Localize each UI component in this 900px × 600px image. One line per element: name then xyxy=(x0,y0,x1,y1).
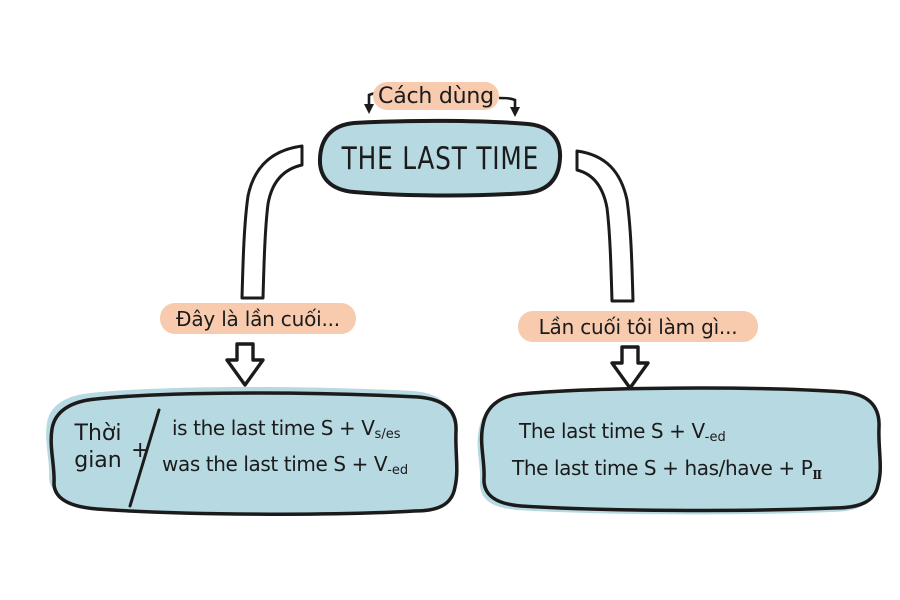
right-formula-1-subscript: -ed xyxy=(704,430,726,445)
left-formula-1: is the last time S + Vs/es xyxy=(172,416,400,442)
left-curved-connector-icon xyxy=(240,144,304,300)
right-formula-1: The last time S + V-ed xyxy=(519,419,726,445)
left-branch-label-highlight: Đây là lần cuối... xyxy=(160,303,356,334)
main-node-shape xyxy=(317,118,563,198)
time-word-line2: gian xyxy=(74,448,122,473)
time-word: Thời gian xyxy=(66,420,130,474)
usage-title-highlight: Cách dùng xyxy=(373,82,499,110)
usage-title: Cách dùng xyxy=(378,83,494,109)
left-formula-2: was the last time S + V-ed xyxy=(162,452,408,478)
right-formula-1-text: The last time S + V xyxy=(519,419,705,443)
left-formula-1-text: is the last time S + V xyxy=(172,416,375,440)
right-formula-blob xyxy=(479,386,882,513)
right-formula-2: The last time S + has/have + PII xyxy=(512,456,822,482)
left-formula-2-subscript: -ed xyxy=(387,463,409,478)
left-branch-label: Đây là lần cuối... xyxy=(176,306,340,331)
title-hook-arrow-right-icon xyxy=(498,96,520,117)
main-node: THE LAST TIME xyxy=(322,122,558,196)
right-curved-connector-icon xyxy=(575,149,635,303)
plus-sign: + xyxy=(131,438,150,463)
right-branch-label-highlight: Lần cuối tôi làm gì... xyxy=(518,311,758,342)
option-divider-slash-icon xyxy=(128,408,161,508)
right-formula-2-text: The last time S + has/have + P xyxy=(512,456,813,480)
time-word-line1: Thời xyxy=(74,421,122,446)
down-arrow-right-icon xyxy=(610,345,650,390)
right-branch-label: Lần cuối tôi làm gì... xyxy=(538,314,738,339)
main-node-label: THE LAST TIME xyxy=(341,141,539,177)
right-formula-2-subscript: II xyxy=(812,468,822,482)
left-formula-1-subscript: s/es xyxy=(374,427,401,442)
down-arrow-left-icon xyxy=(225,342,265,387)
left-formula-2-text: was the last time S + V xyxy=(162,452,388,476)
left-formula-blob xyxy=(49,391,459,516)
